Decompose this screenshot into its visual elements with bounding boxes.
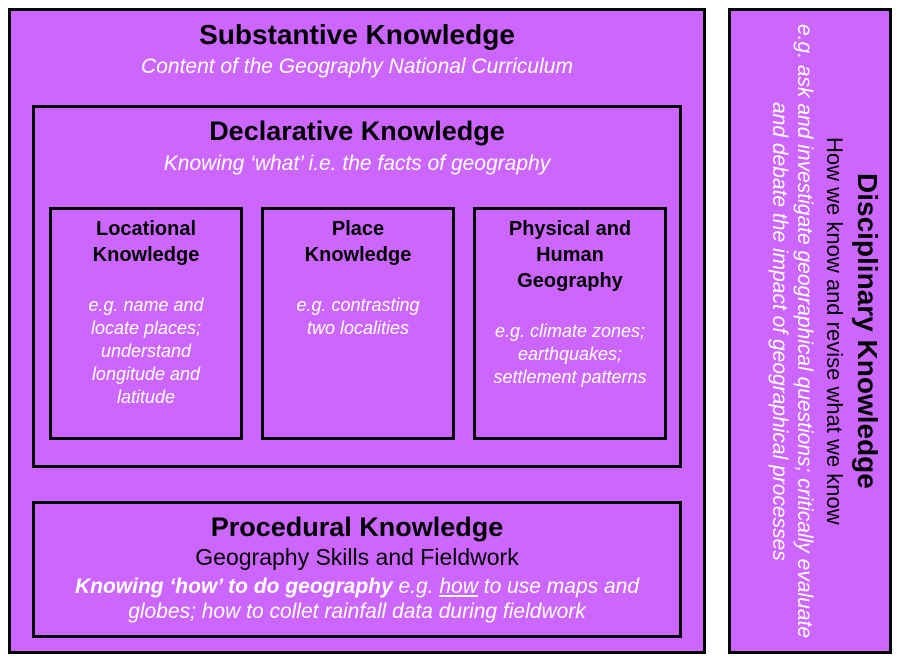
declarative-knowledge-box: Declarative Knowledge Knowing ‘what’ i.e… — [32, 105, 682, 468]
procedural-description: Knowing ‘how’ to do geography e.g. how t… — [45, 574, 669, 624]
place-title: Place Knowledge — [304, 218, 412, 266]
substantive-title: Substantive Knowledge — [199, 19, 515, 50]
procedural-subtitle: Geography Skills and Fieldwork — [195, 544, 519, 570]
procedural-desc-pre: e.g. — [392, 575, 440, 598]
physical-human-title: Physical and Human Geography — [508, 218, 632, 292]
place-body: e.g. contrasting two localities — [296, 295, 420, 338]
procedural-desc-underline: how — [439, 575, 478, 598]
locational-knowledge-card: Locational Knowledge e.g. name and locat… — [49, 207, 243, 440]
procedural-desc-post: to use maps and globes; how to collet ra… — [128, 575, 640, 623]
substantive-subtitle: Content of the Geography National Curric… — [141, 55, 573, 78]
disciplinary-knowledge-box: Disciplinary Knowledge How we know and r… — [728, 8, 892, 654]
disciplinary-description: e.g. ask and investigate geographical qu… — [768, 23, 816, 639]
disciplinary-title: Disciplinary Knowledge — [852, 173, 883, 489]
declarative-title: Declarative Knowledge — [209, 116, 505, 146]
physical-human-geography-card: Physical and Human Geography e.g. climat… — [473, 207, 667, 440]
procedural-knowledge-box: Procedural Knowledge Geography Skills an… — [32, 501, 682, 638]
place-knowledge-card: Place Knowledge e.g. contrasting two loc… — [261, 207, 455, 440]
substantive-knowledge-box: Substantive Knowledge Content of the Geo… — [8, 8, 706, 654]
physical-human-body: e.g. climate zones; earthquakes; settlem… — [493, 321, 647, 387]
procedural-desc-bold: Knowing ‘how’ to do geography — [74, 575, 393, 598]
procedural-title: Procedural Knowledge — [210, 512, 504, 542]
declarative-subtitle: Knowing ‘what’ i.e. the facts of geograp… — [163, 152, 551, 175]
locational-title: Locational Knowledge — [92, 218, 200, 266]
locational-body: e.g. name and locate places; understand … — [88, 295, 204, 407]
disciplinary-line1: How we know and revise what we know — [822, 137, 847, 525]
